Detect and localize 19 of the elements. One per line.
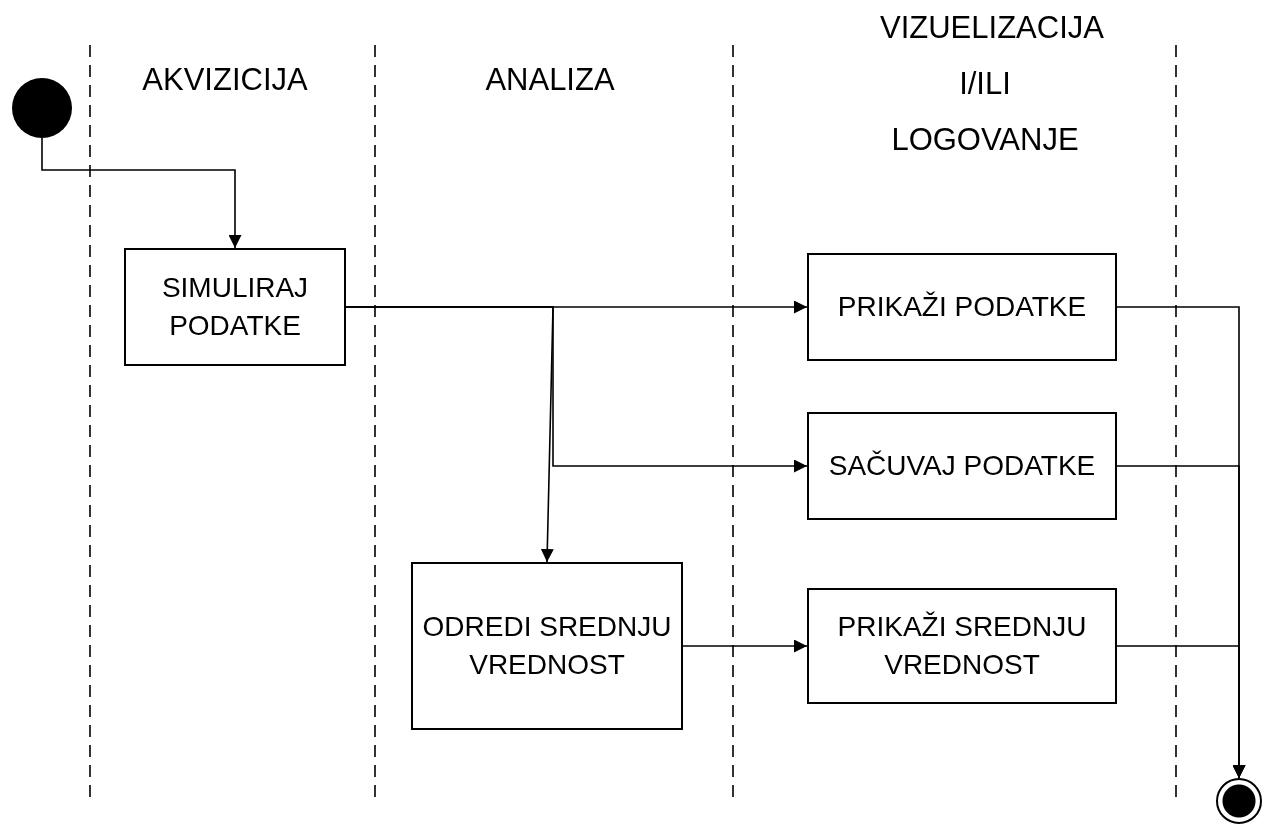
activity-box — [807, 588, 1117, 704]
activity-text: PRIKAŽI SREDNJU VREDNOST — [836, 610, 1088, 682]
control-flow-arrow — [345, 306, 554, 563]
control-flow-arrow — [1116, 645, 1246, 779]
final-node — [1216, 778, 1262, 824]
lane-header: AKVIZICIJA — [141, 61, 309, 99]
control-flow-arrow — [682, 639, 808, 653]
initial-node — [12, 78, 72, 138]
activity-text: PRIKAŽI PODATKE — [836, 290, 1088, 324]
activity-text: ODREDI SREDNJU VREDNOST — [421, 610, 673, 682]
activity-box — [807, 253, 1117, 361]
activity-text: SIMULIRAJ PODATKE — [160, 271, 310, 343]
activity-box — [807, 412, 1117, 520]
control-flow-arrow — [41, 137, 242, 249]
activity-box — [411, 562, 683, 730]
lane-header: ANALIZA — [484, 61, 616, 99]
activity-text: SAČUVAJ PODATKE — [827, 449, 1097, 483]
activity-box — [124, 248, 346, 366]
lane-header: VIZUELIZACIJA I/ILI LOGOVANJE — [879, 9, 1105, 159]
